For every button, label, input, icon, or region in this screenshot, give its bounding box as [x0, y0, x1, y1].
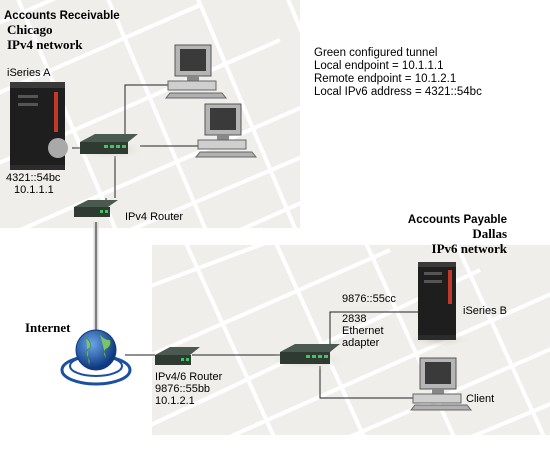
ipv4-router-label: IPv4 Router: [125, 211, 183, 223]
client-label: Client: [466, 393, 494, 405]
cable-hub-to-server-b: [329, 311, 418, 352]
chicago-city: Chicago: [7, 22, 53, 37]
tunnel-info-line-1: Green configured tunnel: [314, 47, 437, 59]
server-b-ipv6: 9876::55cc: [342, 293, 396, 305]
cable-hub-to-client: [319, 366, 418, 399]
tunnel-info-line-2: Local endpoint = 10.1.1.1: [314, 60, 443, 72]
adapter-label-line-2: Ethernet: [342, 325, 384, 337]
dallas-hub-icon: [268, 344, 348, 370]
dual-router-ipv6: 9876::55bb: [155, 383, 210, 395]
chicago-pc-1-icon: [164, 44, 228, 99]
server-b-icon: [404, 262, 472, 348]
server-a-ipv6: 4321::54bc: [6, 172, 61, 184]
chicago-network-type: IPv4 network: [7, 37, 83, 52]
dallas-title: Accounts Payable: [408, 214, 507, 226]
dual-stack-router-icon: [155, 347, 200, 365]
server-a-name: iSeries A: [7, 67, 51, 79]
adapter-label-line-1: 2838: [342, 313, 366, 325]
adapter-label-line-3: adapter: [342, 337, 380, 349]
dallas-zone-background: [152, 245, 550, 435]
tunnel-info-block: Green configured tunnel Local endpoint =…: [314, 47, 482, 98]
ipv4-router-icon: [74, 200, 118, 217]
tunnel-info-line-3: Remote endpoint = 10.1.2.1: [314, 73, 456, 85]
dallas-network-type: IPv6 network: [432, 241, 508, 256]
dallas-zone: [152, 245, 550, 435]
server-a-ipv4: 10.1.1.1: [14, 184, 54, 196]
chicago-title: Accounts Receivable: [4, 10, 120, 22]
dual-router-label: IPv4/6 Router: [155, 371, 223, 383]
chicago-hub-icon: [72, 134, 148, 160]
cable-hub-to-pc-1: [124, 84, 175, 138]
dual-router-ipv4: 10.1.2.1: [155, 395, 195, 407]
internet-label: Internet: [25, 320, 71, 335]
dallas-city: Dallas: [472, 226, 507, 241]
tunnel-info-line-4: Local IPv6 address = 4321::54bc: [314, 86, 482, 98]
internet-globe-icon: [60, 329, 132, 386]
client-pc-icon: [409, 357, 473, 411]
chicago-pc-2-icon: [194, 103, 258, 158]
server-a-icon: [10, 82, 68, 170]
server-b-name: iSeries B: [463, 305, 507, 317]
